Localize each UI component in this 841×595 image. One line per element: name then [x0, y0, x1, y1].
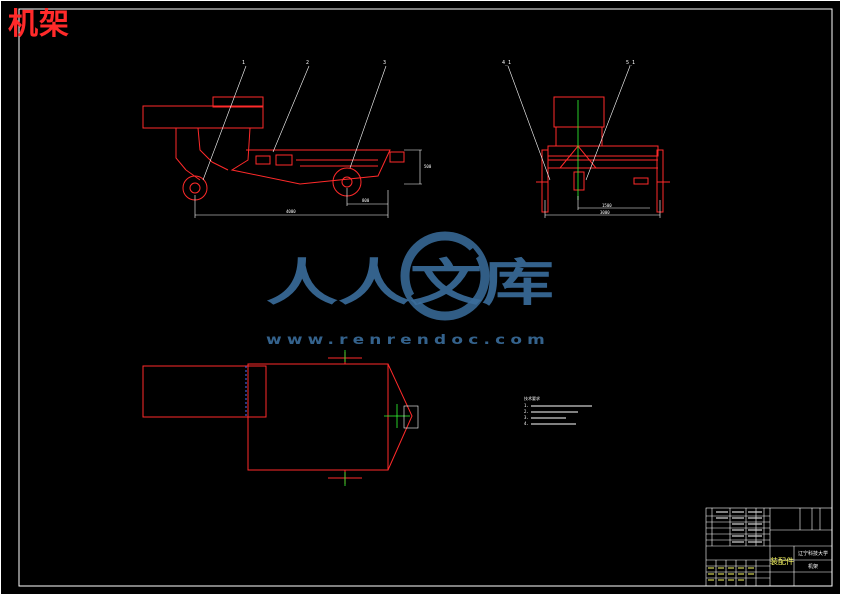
front-dim-track: 3000 — [600, 210, 610, 215]
front-hopper — [553, 96, 605, 128]
top-frame — [247, 363, 389, 471]
top-hitch-box — [403, 405, 419, 429]
title-block-type: 装配件 — [770, 556, 794, 566]
tech-note-1: 1. — [524, 403, 529, 408]
drawing-title: 机架 — [8, 7, 70, 42]
callout-3: 3 — [383, 60, 386, 66]
side-leaders — [202, 65, 387, 181]
side-dim-length: 4000 — [286, 209, 296, 214]
side-hopper — [142, 105, 264, 129]
title-block-part-name: 机架 — [808, 563, 818, 570]
side-top-box — [212, 96, 264, 108]
tech-note-2: 2. — [524, 409, 529, 414]
front-leaders — [507, 65, 631, 181]
side-dimensions — [194, 149, 422, 218]
front-view — [536, 96, 670, 213]
title-block-fill-lines — [716, 511, 762, 543]
top-centerlines — [344, 350, 410, 486]
callout-4: 4_1 — [502, 60, 511, 66]
side-dim-height: 500 — [424, 164, 432, 169]
top-drawbar — [387, 363, 413, 471]
watermark-url: www.renrendoc.com — [266, 333, 550, 348]
watermark-brand: 人人文库 — [266, 254, 554, 312]
callout-2: 2 — [306, 60, 309, 66]
callout-5: 5_1 — [626, 60, 635, 66]
top-hopper — [142, 365, 267, 418]
callout-1: 1 — [242, 60, 245, 66]
top-view — [142, 352, 413, 484]
inner-frame — [18, 8, 833, 587]
tech-note-3: 3. — [524, 415, 529, 420]
side-chassis — [170, 127, 391, 185]
side-front-block — [389, 151, 405, 163]
side-dim-wheel: 800 — [362, 198, 370, 203]
tech-notes-lines — [531, 405, 592, 425]
front-dim-half: 1500 — [602, 203, 612, 208]
title-block-yellow-marks — [708, 567, 754, 581]
title-block-school: 辽宁科技大学 — [798, 550, 828, 557]
title-block — [705, 507, 833, 587]
watermark-logo — [400, 231, 490, 321]
front-dimensions — [544, 196, 661, 218]
tech-notes-heading: 技术要求 — [524, 395, 540, 401]
tech-note-4: 4. — [524, 421, 529, 426]
side-view — [142, 96, 405, 201]
front-axle-frame — [547, 145, 659, 157]
